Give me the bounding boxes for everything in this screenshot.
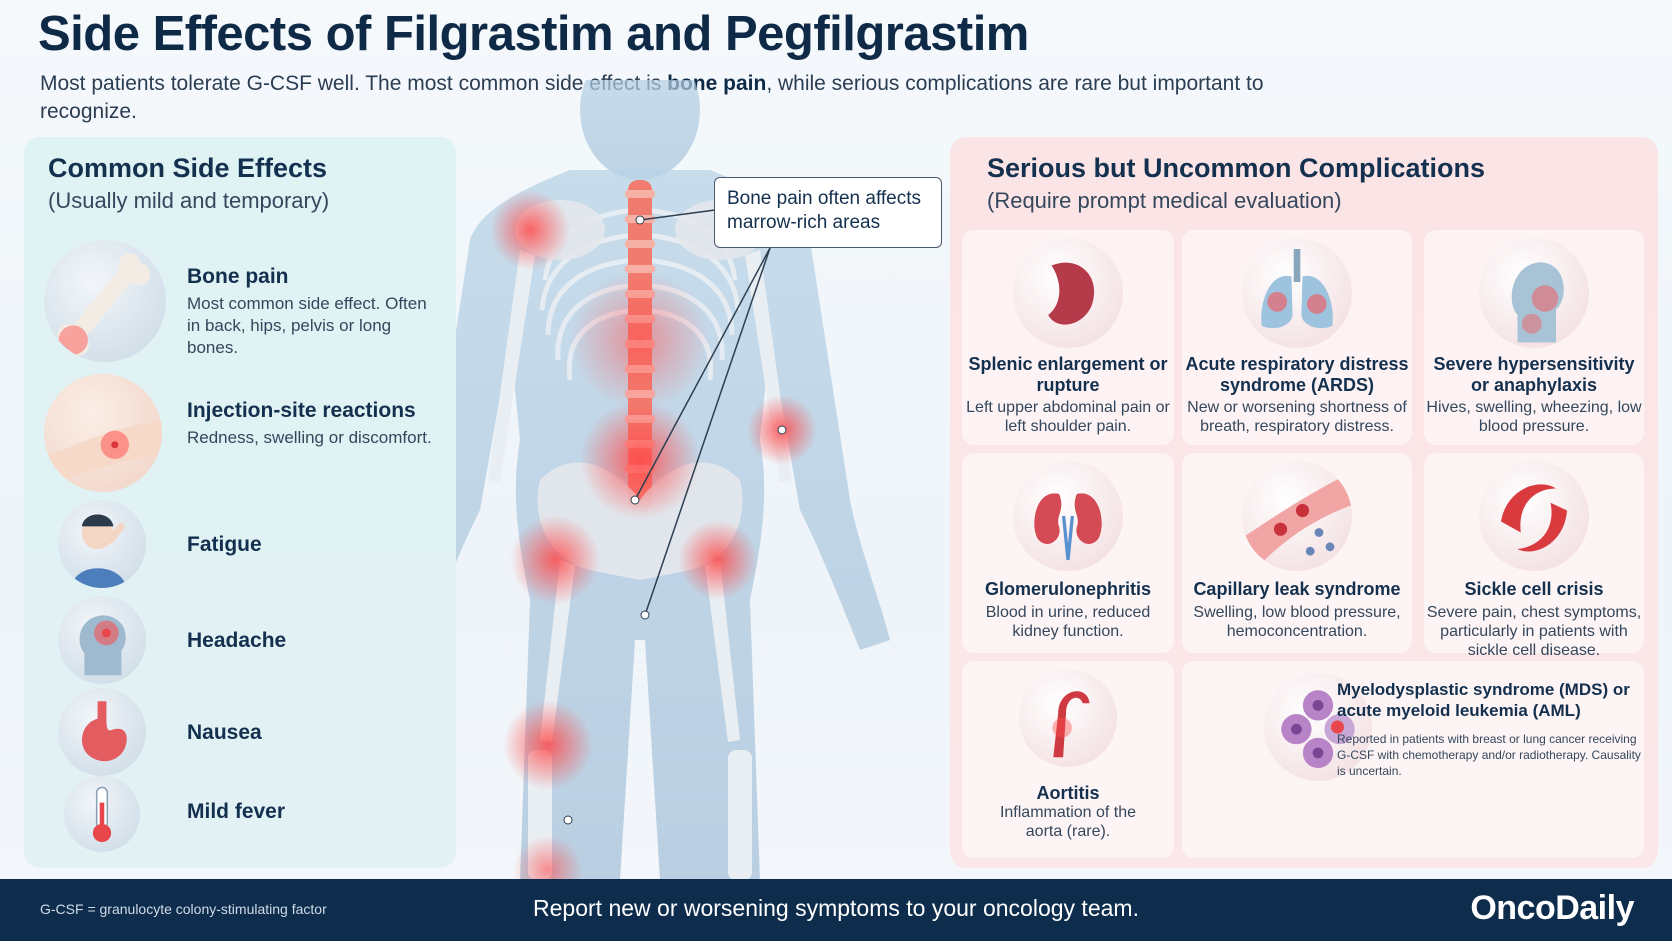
card-mds-aml: Myelodysplastic syndrome (MDS) or acute … — [1182, 661, 1644, 858]
card-aortitis: Aortitis Inflammation of the aorta (rare… — [962, 661, 1174, 858]
spleen-icon — [1013, 238, 1123, 348]
card-title: Sickle cell crisis — [1464, 579, 1604, 599]
card-ards: Acute respiratory distress syndrome (ARD… — [1182, 230, 1412, 445]
common-item-label: Bone pain — [187, 265, 289, 288]
capillary-icon — [1242, 461, 1352, 571]
aorta-icon — [1019, 669, 1117, 767]
card-title: Acute respiratory distress syndrome (ARD… — [1185, 354, 1409, 395]
common-side-effects-panel: Common Side Effects (Usually mild and te… — [24, 137, 456, 868]
common-item-desc: Most common side effect. Often in back, … — [187, 294, 427, 357]
card-capillary-leak: Capillary leak syndrome Swelling, low bl… — [1182, 453, 1412, 653]
serious-complications-panel: Serious but Uncommon Complications (Requ… — [950, 137, 1658, 868]
common-item-label: Injection-site reactions — [187, 399, 416, 422]
common-item-label: Mild fever — [187, 800, 286, 823]
skeleton-body-illustration — [390, 80, 890, 880]
card-desc: Blood in urine, reduced kidney function. — [985, 604, 1151, 640]
page-subtitle: Most patients tolerate G-CSF well. The m… — [40, 72, 1264, 123]
card-desc: Severe pain, chest symptoms, particularl… — [1426, 604, 1642, 659]
card-title: Capillary leak syndrome — [1193, 579, 1401, 599]
card-sickle-cell-crisis: Sickle cell crisis Severe pain, chest sy… — [1424, 453, 1644, 659]
card-title: Severe hypersensitivity or anaphylaxis — [1433, 354, 1635, 395]
common-panel-title: Common Side Effects — [48, 153, 328, 183]
abbreviation-footnote: G-CSF = granulocyte colony-stimulating f… — [40, 901, 327, 917]
card-desc: Left upper abdominal pain or left should… — [966, 399, 1170, 435]
card-hypersensitivity: Severe hypersensitivity or anaphylaxis H… — [1424, 230, 1644, 445]
sickle-cell-icon — [1479, 461, 1589, 571]
footer-message: Report new or worsening symptoms to your… — [533, 895, 1139, 921]
card-title: Glomerulonephritis — [984, 579, 1152, 599]
common-panel-subtitle: (Usually mild and temporary) — [48, 188, 330, 213]
card-desc: New or worsening shortness of breath, re… — [1187, 399, 1407, 435]
tired-person-icon — [58, 500, 146, 588]
bone-icon — [44, 240, 166, 362]
head-pain-icon — [58, 596, 146, 684]
card-title: Splenic enlargement or rupture — [968, 354, 1168, 395]
stomach-icon — [58, 688, 146, 776]
allergic-head-icon — [1479, 238, 1589, 348]
card-title: Myelodysplastic syndrome (MDS) or acute … — [1337, 680, 1630, 720]
blood-cells-icon — [1264, 673, 1372, 781]
common-item-desc: Redness, swelling or discomfort. — [187, 428, 432, 447]
common-item-label: Headache — [187, 629, 287, 652]
card-desc: Reported in patients with breast or lung… — [1337, 732, 1641, 778]
kidneys-icon — [1013, 461, 1123, 571]
footer-bar: G-CSF = granulocyte colony-stimulating f… — [0, 879, 1672, 941]
thermometer-icon — [64, 776, 140, 852]
card-glomerulonephritis: Glomerulonephritis Blood in urine, reduc… — [962, 453, 1174, 653]
card-desc: Hives, swelling, wheezing, low blood pre… — [1426, 399, 1642, 435]
card-desc: Inflammation of the aorta (rare). — [999, 804, 1137, 840]
brand-logo: OncoDaily — [1470, 889, 1634, 927]
serious-panel-subtitle: (Require prompt medical evaluation) — [987, 188, 1342, 213]
lungs-icon — [1242, 238, 1352, 348]
bone-pain-callout: Bone pain often affects marrow-rich area… — [714, 177, 942, 248]
card-splenic-enlargement: Splenic enlargement or rupture Left uppe… — [962, 230, 1174, 445]
card-title: Aortitis — [1036, 783, 1100, 803]
page-title: Side Effects of Filgrastim and Pegfilgra… — [38, 7, 1029, 61]
arm-injection-icon — [44, 374, 162, 492]
serious-panel-title: Serious but Uncommon Complications — [987, 153, 1486, 183]
common-item-label: Nausea — [187, 721, 262, 744]
card-desc: Swelling, low blood pressure, hemoconcen… — [1193, 604, 1401, 640]
common-item-label: Fatigue — [187, 533, 262, 556]
